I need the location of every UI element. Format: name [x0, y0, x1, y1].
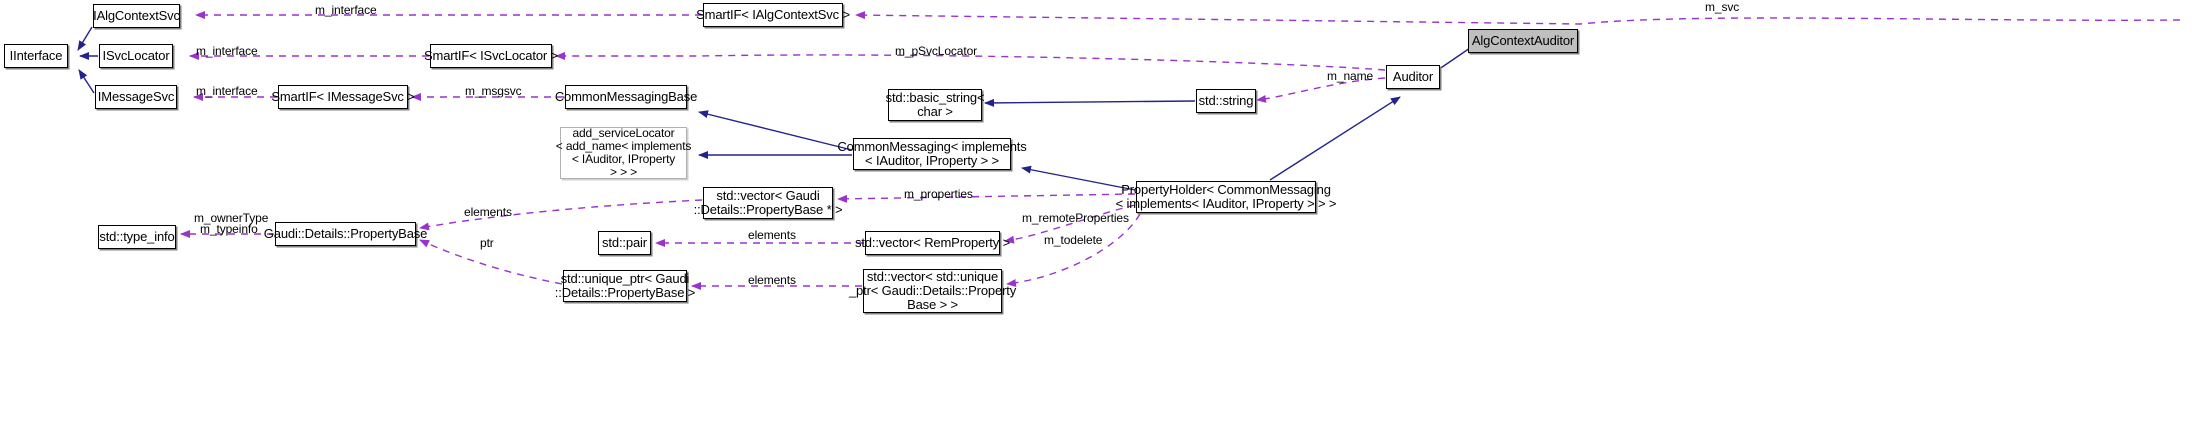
class-node-vector-propertybase-ptr[interactable]: std::vector< Gaudi ::Details::PropertyBa… [693, 187, 843, 219]
class-node-ialgcontextsvc[interactable]: IAlgContextSvc [93, 4, 180, 28]
class-node-std-string[interactable]: std::string [1196, 89, 1256, 113]
class-node-commonmessagingbase[interactable]: CommonMessagingBase [555, 85, 697, 109]
class-node-std-pair[interactable]: std::pair [598, 231, 651, 255]
edge-label-elements-bottom: elements [748, 273, 796, 287]
edge-label-m-psvclocator: m_pSvcLocator [895, 44, 978, 58]
class-node-add-servicelocator[interactable]: add_serviceLocator < add_name< implement… [555, 126, 692, 179]
class-node-smartif-imessagesvc[interactable]: SmartIF< IMessageSvc > [271, 85, 415, 109]
edge-label-m-interface-mid: m_interface [196, 44, 258, 58]
edge-label-m-name: m_name [1327, 69, 1374, 83]
class-node-smartif-ialgcontextsvc[interactable]: SmartIF< IAlgContextSvc > [696, 3, 850, 27]
class-node-smartif-isvclocator[interactable]: SmartIF< ISvcLocator > [424, 44, 558, 68]
class-node-isvclocator[interactable]: ISvcLocator [99, 44, 173, 68]
class-node-propertyholder[interactable]: PropertyHolder< CommonMessaging < implem… [1115, 181, 1337, 213]
class-node-algcontextauditor[interactable]: AlgContextAuditor [1468, 29, 1578, 53]
edge-label-m-properties: m_properties [904, 187, 973, 201]
edge-label-ptr: ptr [480, 236, 494, 250]
edge-label-m-svc: m_svc [1705, 0, 1740, 14]
class-node-unique-ptr-propertybase[interactable]: std::unique_ptr< Gaudi ::Details::Proper… [554, 270, 696, 302]
edge-label-m-interface-top: m_interface [315, 3, 377, 17]
class-node-commonmessaging[interactable]: CommonMessaging< implements < IAuditor, … [837, 138, 1027, 170]
class-node-std-basic-string[interactable]: std::basic_string< char > [885, 89, 985, 121]
edge-label-m-ownertype: m_ownerType [194, 211, 269, 225]
edge-label-m-typeinfo: m_typeinfo [200, 222, 258, 236]
class-node-std-type-info[interactable]: std::type_info [98, 225, 176, 249]
class-node-auditor[interactable]: Auditor [1386, 65, 1440, 89]
edge-label-elements-top: elements [464, 205, 512, 219]
class-node-iinterface[interactable]: IInterface [4, 44, 68, 68]
edge-label-m-remoteproperties: m_remoteProperties [1022, 211, 1129, 225]
edge-label-m-interface-low: m_interface [196, 84, 258, 98]
edge-label-m-todelete: m_todelete [1044, 233, 1103, 247]
edge-label-m-msgsvc: m_msgsvc [465, 84, 522, 98]
class-node-imessagesvc[interactable]: IMessageSvc [95, 85, 177, 109]
class-node-vector-unique-ptr-propertybase[interactable]: std::vector< std::unique _ptr< Gaudi::De… [848, 269, 1017, 313]
edge-label-elements-mid: elements [748, 228, 796, 242]
class-node-gaudi-details-propertybase[interactable]: Gaudi::Details::PropertyBase [264, 222, 427, 246]
class-node-vector-remproperty[interactable]: std::vector< RemProperty > [855, 231, 1010, 255]
